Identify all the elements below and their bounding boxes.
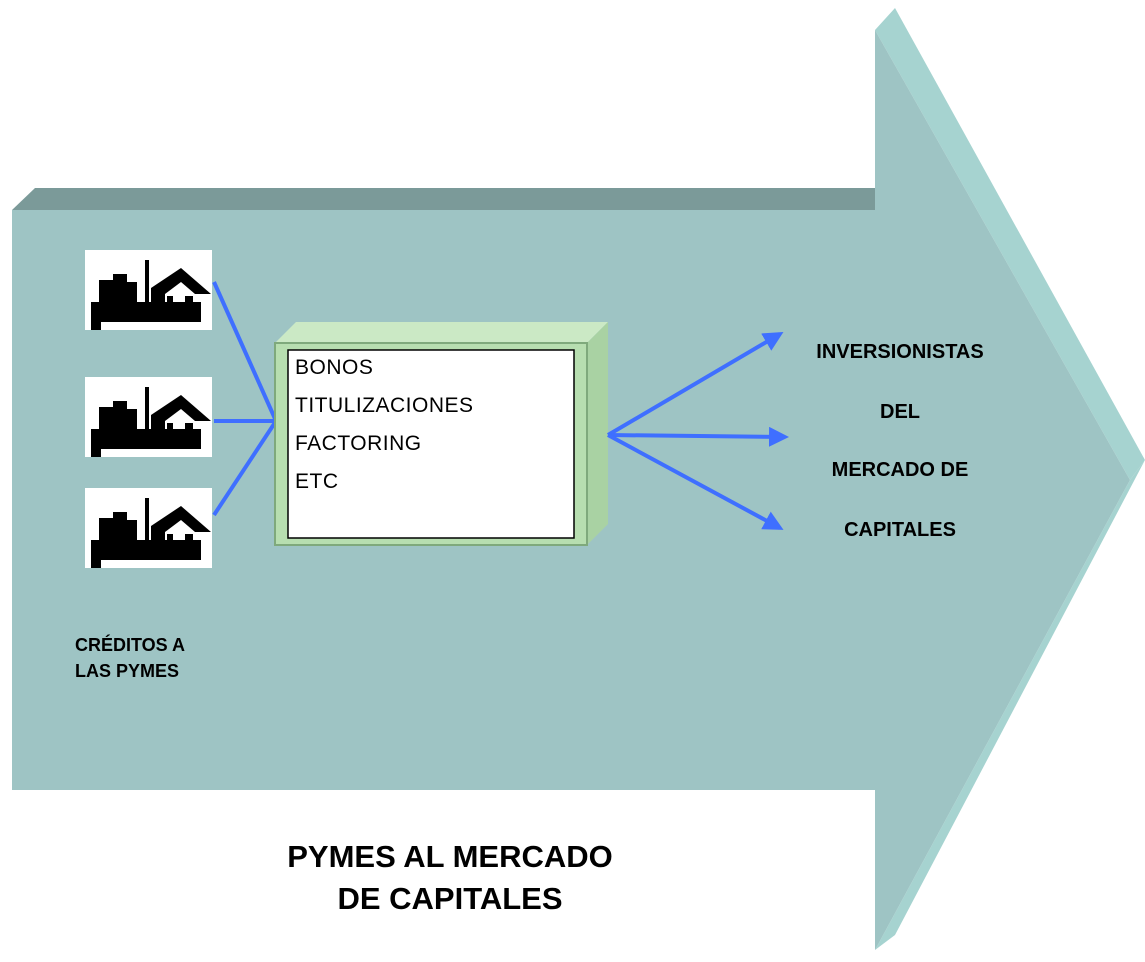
caption-line: DE CAPITALES [337,881,563,916]
product-item: BONOS [295,356,374,379]
credits-label-line: LAS PYMES [75,661,180,681]
connector-line [212,281,278,422]
box-top-bevel [275,322,608,343]
big-arrow-top [12,188,895,210]
investor-arrow [607,426,789,447]
caption-line: PYMES AL MERCADO [287,839,613,874]
products-box [274,322,608,546]
big-arrow-side-lower [875,460,1145,950]
box-side-bevel [587,322,608,545]
investor-label-line: MERCADO DE [831,459,969,481]
product-item: TITULIZACIONES [295,394,474,417]
connector-line [212,419,278,517]
factory-icon [85,488,212,568]
box-inner [287,349,575,539]
product-item: ETC [295,470,339,493]
investor-label-line: DEL [880,401,920,423]
factory-icon [85,250,212,330]
investor-arrow [607,433,784,530]
investor-arrow [606,331,784,437]
big-arrow-side [875,8,1145,480]
credits-label-line: CRÉDITOS A [75,635,186,655]
product-item: FACTORING [295,432,422,455]
investor-label-line: CAPITALES [844,519,956,541]
factory-icon [85,377,212,457]
investor-label-line: INVERSIONISTAS [816,341,984,363]
